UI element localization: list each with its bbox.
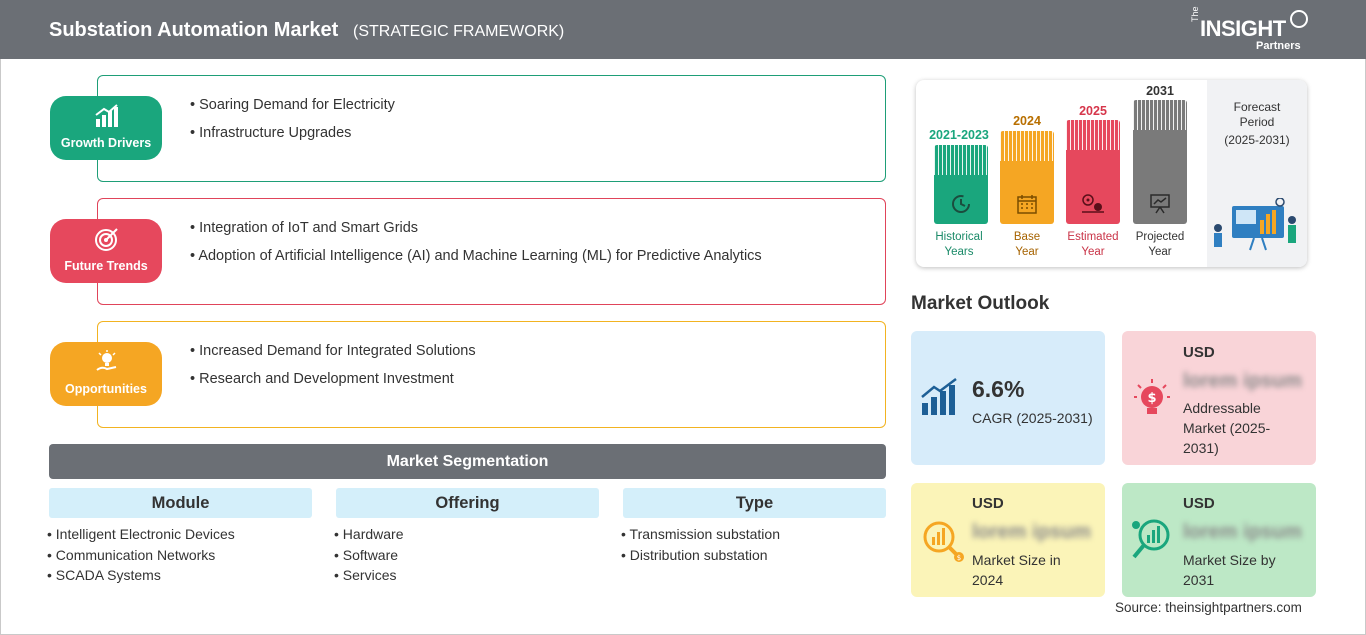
growth-chart-icon bbox=[921, 378, 957, 415]
list-item: Software bbox=[334, 547, 404, 568]
list-item: Soaring Demand for Electricity bbox=[190, 97, 395, 125]
future-trends-card: Integration of IoT and Smart Grids Adopt… bbox=[97, 198, 886, 305]
segment-head-module: Module bbox=[49, 488, 312, 518]
logo-ring-icon bbox=[1290, 10, 1308, 28]
list-item: Integration of IoT and Smart Grids bbox=[190, 220, 762, 248]
timeline-year-base: 2024 bbox=[1013, 114, 1041, 128]
market-size-2024-label-2: 2024 bbox=[972, 572, 1004, 588]
list-item: Transmission substation bbox=[621, 526, 780, 547]
segment-list-type: Transmission substation Distribution sub… bbox=[621, 526, 780, 567]
timeline-bar-estimated bbox=[1066, 120, 1120, 224]
market-size-2031-label-2: 2031 bbox=[1183, 572, 1215, 588]
magnifier-chart-icon: $ bbox=[923, 521, 964, 562]
history-icon bbox=[952, 195, 970, 213]
growth-drivers-badge: Growth Drivers bbox=[50, 96, 162, 160]
cagr-value: 6.6% bbox=[972, 376, 1025, 402]
list-item: SCADA Systems bbox=[47, 567, 235, 588]
segment-head-offering: Offering bbox=[336, 488, 599, 518]
svg-text:$: $ bbox=[957, 554, 961, 562]
badge-label: Future Trends bbox=[64, 259, 148, 273]
timeline-year-estimated: 2025 bbox=[1079, 104, 1107, 118]
market-size-2024-card: $ USD lorem ipsum Market Size in 2024 bbox=[911, 483, 1105, 597]
blurred-value: lorem ipsum bbox=[972, 521, 1091, 543]
growth-chart-icon bbox=[95, 104, 118, 127]
segment-head-type: Type bbox=[623, 488, 886, 518]
insight-partners-logo[interactable]: The INSIGHT Partners bbox=[1190, 6, 1320, 54]
list-item: Research and Development Investment bbox=[190, 371, 476, 399]
cagr-label: CAGR (2025-2031) bbox=[972, 410, 1093, 426]
market-size-2024-label-1: Market Size in bbox=[972, 552, 1061, 568]
forecast-range: (2025-2031) bbox=[1224, 133, 1290, 147]
addressable-market-card: $ USD lorem ipsum Addressable Market (20… bbox=[1122, 331, 1316, 465]
addressable-label-1: Addressable bbox=[1183, 400, 1261, 416]
forecast-label-period: Period bbox=[1239, 115, 1275, 129]
timeline-year-projected: 2031 bbox=[1146, 84, 1174, 98]
source-text[interactable]: Source: theinsightpartners.com bbox=[1115, 600, 1302, 615]
logo-main-text: INSIGHT bbox=[1200, 16, 1286, 41]
market-size-2031-label-1: Market Size by bbox=[1183, 552, 1276, 568]
svg-text:$: $ bbox=[1147, 391, 1156, 406]
timeline-bar-base bbox=[1000, 131, 1054, 224]
opportunities-card: Increased Demand for Integrated Solution… bbox=[97, 321, 886, 428]
logo-the-text: The bbox=[1190, 6, 1200, 22]
list-item: Hardware bbox=[334, 526, 404, 547]
magnifier-chart-icon bbox=[1132, 519, 1170, 559]
badge-label: Opportunities bbox=[65, 382, 147, 396]
timeline-year-historical: 2021-2023 bbox=[929, 128, 989, 142]
addressable-label-3: 2031) bbox=[1183, 440, 1219, 456]
addressable-label-2: Market (2025- bbox=[1183, 420, 1271, 436]
timeline-bar-projected bbox=[1133, 100, 1187, 224]
future-trends-badge: Future Trends bbox=[50, 219, 162, 283]
market-outlook-title: Market Outlook bbox=[911, 293, 1050, 314]
page-subtitle: (STRATEGIC FRAMEWORK) bbox=[353, 23, 565, 40]
cagr-card: 6.6% CAGR (2025-2031) bbox=[911, 331, 1105, 465]
opportunities-badge: Opportunities bbox=[50, 342, 162, 406]
list-item: Intelligent Electronic Devices bbox=[47, 526, 235, 547]
presentation-icon bbox=[1150, 194, 1170, 214]
timeline-bar-historical bbox=[934, 145, 988, 224]
market-size-2031-card: USD lorem ipsum Market Size by 2031 bbox=[1122, 483, 1316, 597]
market-segmentation-header: Market Segmentation bbox=[49, 444, 886, 479]
usd-label: USD bbox=[1183, 495, 1215, 512]
badge-label: Growth Drivers bbox=[60, 136, 152, 150]
list-item: Services bbox=[334, 567, 404, 588]
calendar-icon bbox=[1017, 195, 1037, 214]
analysts-illustration-icon bbox=[1214, 198, 1296, 251]
lightbulb-hand-icon bbox=[96, 350, 117, 371]
usd-label: USD bbox=[1183, 344, 1215, 361]
blurred-value: lorem ipsum bbox=[1183, 521, 1302, 543]
page-title: Substation Automation Market bbox=[49, 19, 339, 41]
logo-sub-text: Partners bbox=[1256, 40, 1301, 52]
segment-list-module: Intelligent Electronic Devices Communica… bbox=[47, 526, 235, 588]
header-bar: Substation Automation Market (STRATEGIC … bbox=[0, 0, 1366, 59]
forecast-label: Forecast bbox=[1233, 100, 1281, 114]
segment-list-offering: Hardware Software Services bbox=[334, 526, 404, 588]
list-item: Increased Demand for Integrated Solution… bbox=[190, 343, 475, 371]
usd-label: USD bbox=[972, 495, 1004, 512]
target-icon bbox=[95, 228, 118, 251]
growth-drivers-card: Soaring Demand for Electricity Infrastru… bbox=[97, 75, 886, 182]
blurred-value: lorem ipsum bbox=[1183, 370, 1302, 392]
list-item: Adoption of Artificial Intelligence (AI)… bbox=[190, 248, 761, 276]
list-item: Communication Networks bbox=[47, 547, 235, 568]
list-item: Infrastructure Upgrades bbox=[190, 125, 395, 153]
list-item: Distribution substation bbox=[621, 547, 780, 568]
gears-icon bbox=[1082, 194, 1104, 213]
lightbulb-dollar-icon: $ bbox=[1134, 379, 1170, 414]
